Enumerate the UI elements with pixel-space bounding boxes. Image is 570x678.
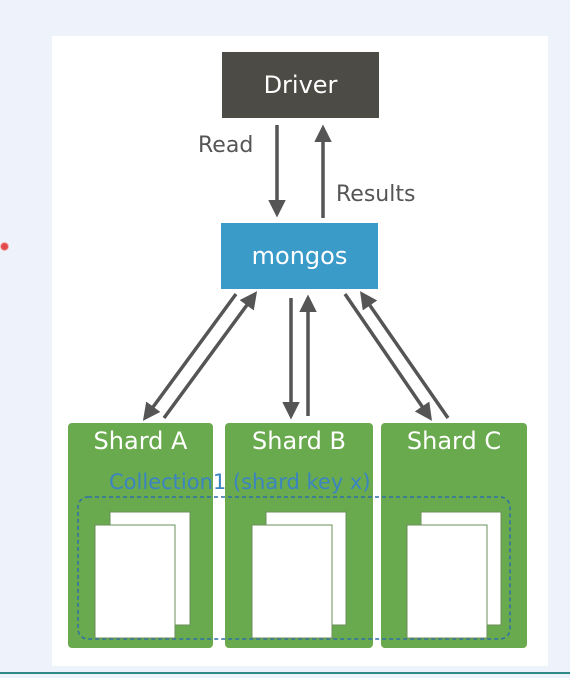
driver-label: Driver bbox=[263, 71, 338, 99]
shard-c-documents bbox=[406, 511, 502, 639]
red-marker bbox=[0, 242, 9, 251]
driver-box: Driver bbox=[222, 52, 379, 118]
shard-a-to-mongos-arrow bbox=[162, 291, 258, 420]
read-label: Read bbox=[198, 133, 254, 158]
shard-a-label: Shard A bbox=[93, 427, 188, 455]
shard-a-documents bbox=[94, 511, 191, 639]
mongos-label: mongos bbox=[251, 242, 348, 270]
shard-c-label: Shard C bbox=[406, 427, 502, 455]
mongos-to-shard-a-arrow bbox=[142, 292, 238, 421]
bottom-divider bbox=[0, 672, 570, 674]
shard-b-label: Shard B bbox=[252, 427, 346, 455]
shard-b-documents bbox=[251, 511, 347, 639]
results-label: Results bbox=[336, 182, 416, 207]
collection-label: Collection1 (shard key x) bbox=[109, 470, 371, 494]
mongos-to-shard-c-arrow bbox=[343, 293, 432, 421]
collection-outline bbox=[77, 496, 511, 640]
mongos-box: mongos bbox=[221, 223, 378, 289]
shard-c-to-mongos-arrow bbox=[360, 291, 450, 419]
